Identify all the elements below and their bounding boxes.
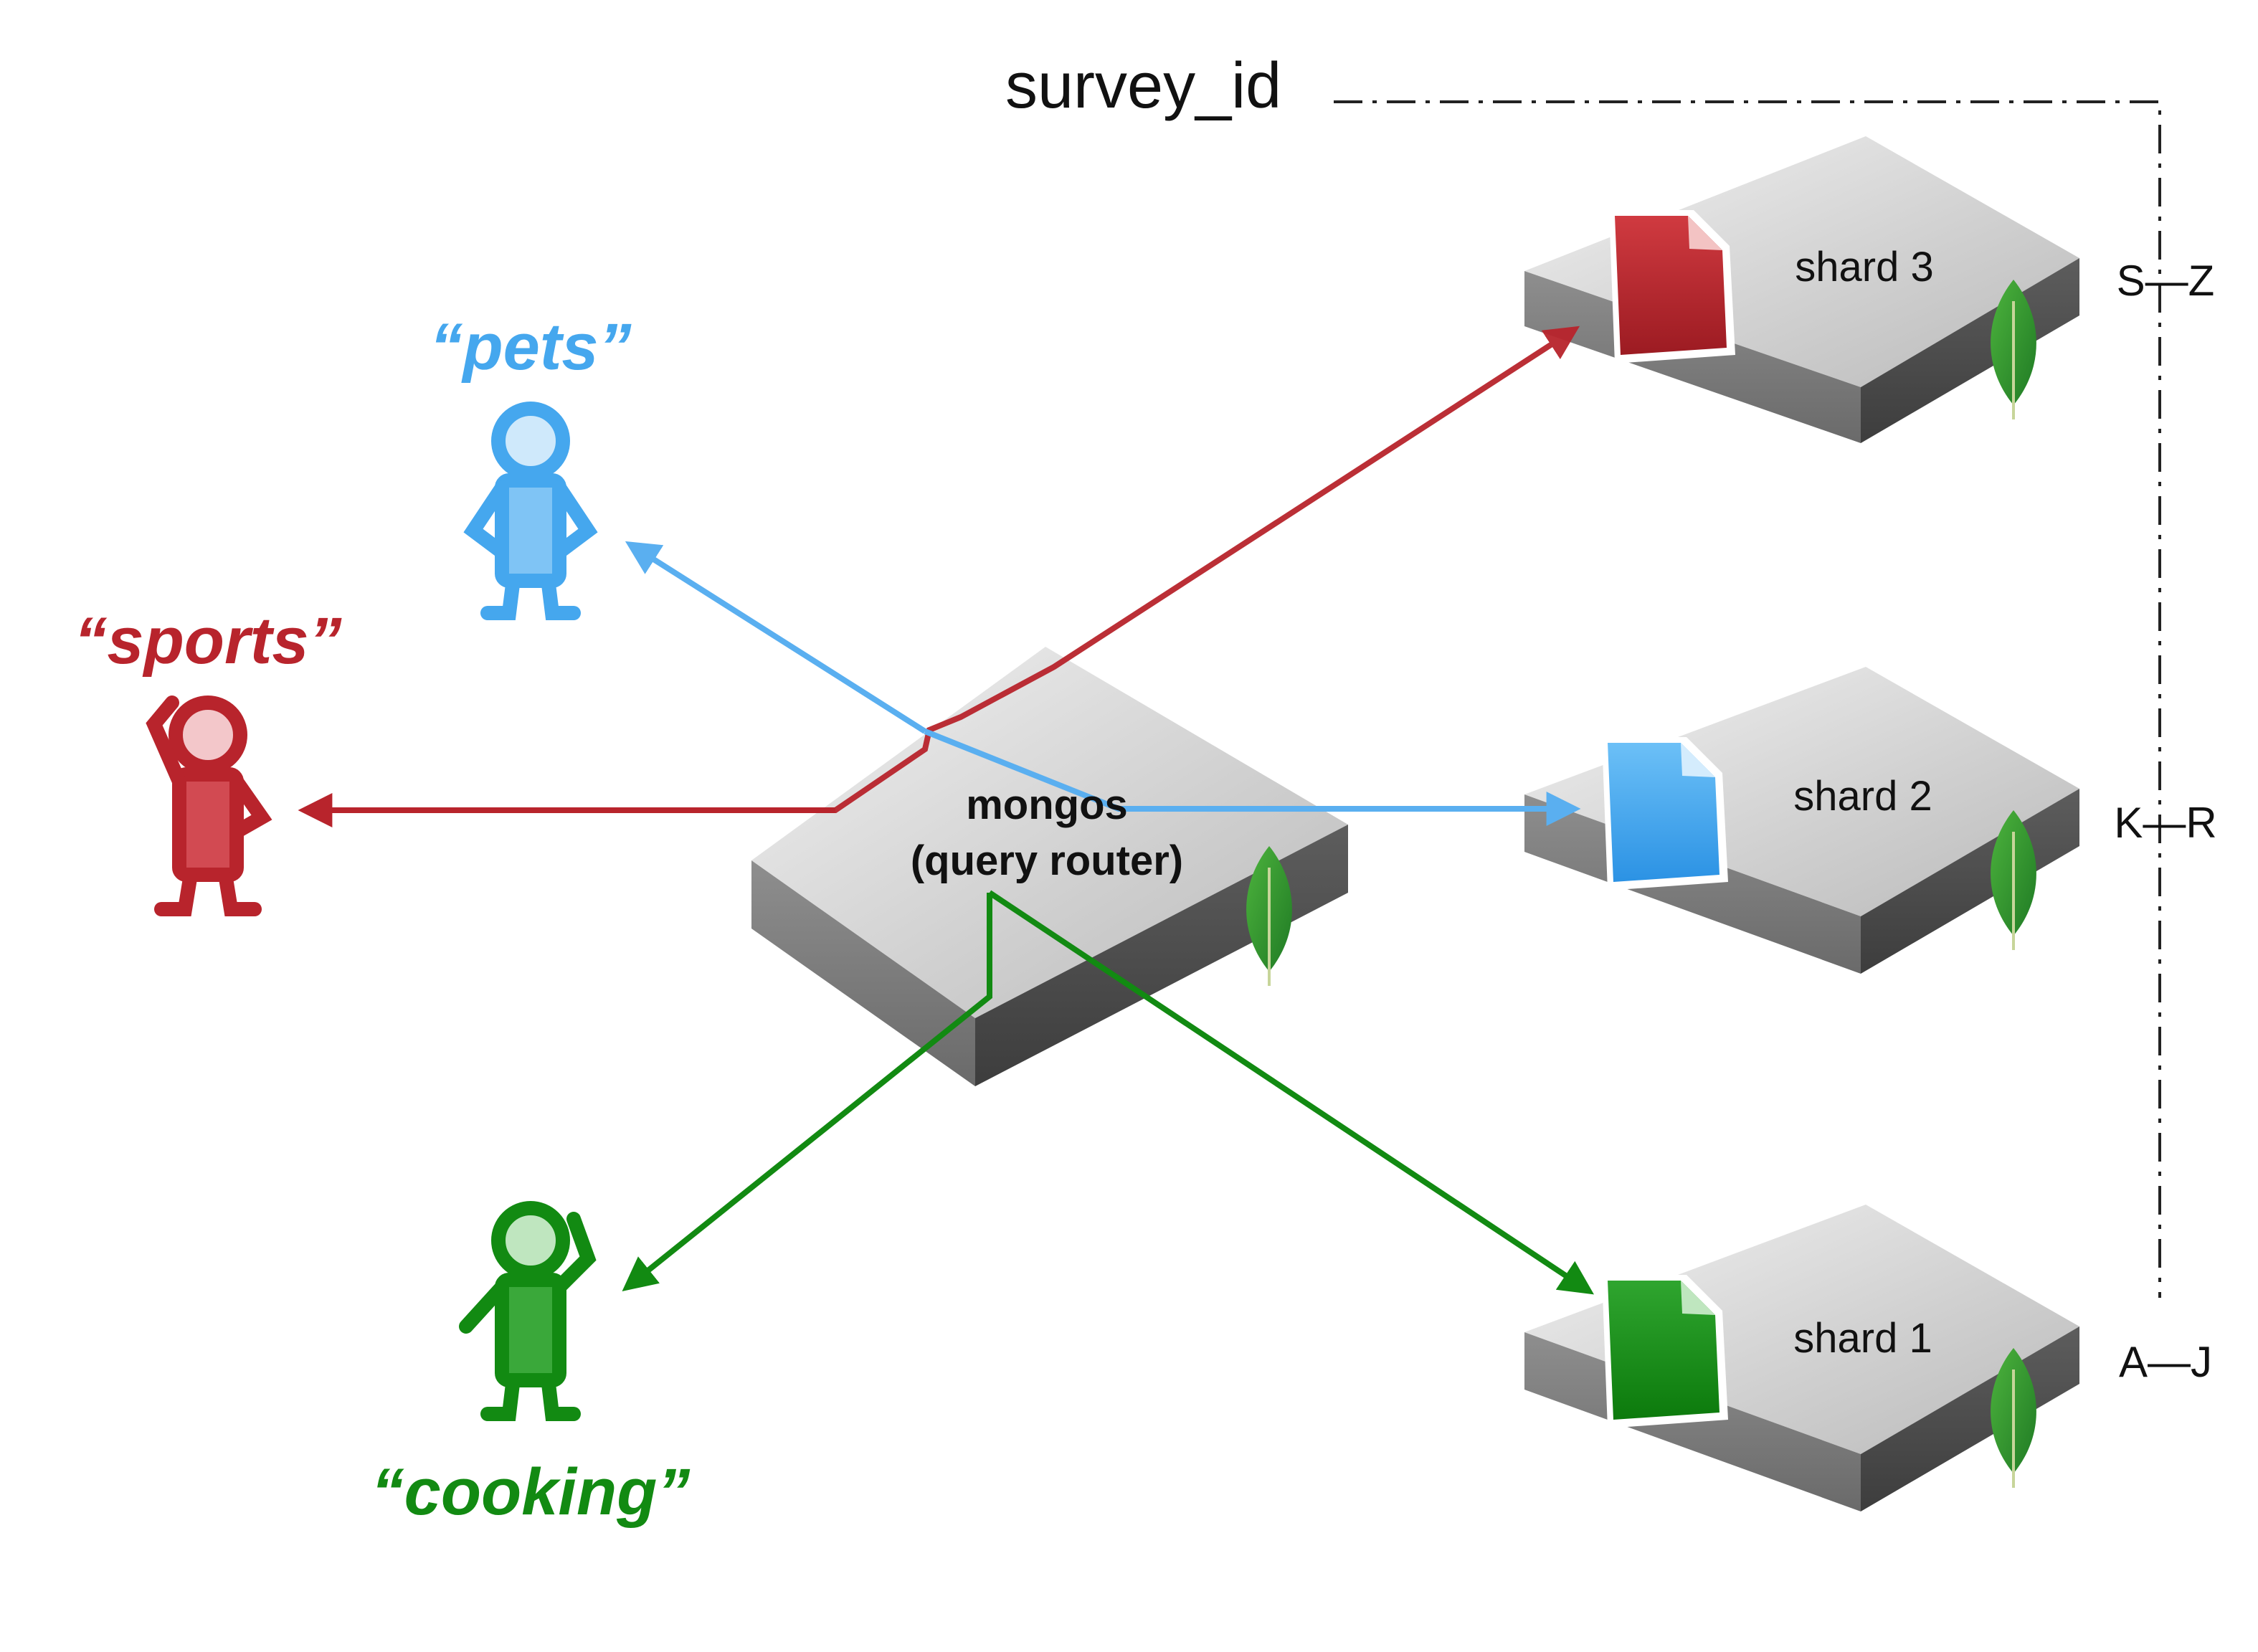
mongos-router-node bbox=[751, 647, 1348, 1086]
mongodb-leaf-icon bbox=[1991, 810, 2036, 950]
shard-3-label: shard 3 bbox=[1795, 244, 1933, 290]
shard-1-range: A—J bbox=[2119, 1338, 2212, 1386]
shard-1-label: shard 1 bbox=[1793, 1315, 1932, 1362]
user-sports: “sports” bbox=[74, 604, 342, 916]
shard-2-node: shard 2 K—R bbox=[1524, 667, 2217, 974]
route-cooking-arrow bbox=[622, 890, 1594, 1295]
mongodb-leaf-icon bbox=[1991, 1348, 2036, 1488]
router-label-line1: mongos bbox=[966, 782, 1128, 828]
user-icon bbox=[146, 696, 272, 916]
user-pets: “pets” bbox=[430, 310, 632, 620]
shard-key-label: survey_id bbox=[1005, 50, 1281, 122]
shard-3-node: shard 3 S—Z bbox=[1524, 136, 2214, 443]
user-icon bbox=[459, 1201, 597, 1421]
router-label-line2: (query router) bbox=[911, 837, 1183, 884]
route-pets-arrow bbox=[625, 541, 1581, 826]
shard-key-bracket bbox=[1334, 100, 2161, 1298]
document-icon bbox=[1609, 210, 1735, 364]
user-cooking-label: “cooking” bbox=[371, 1456, 691, 1529]
shard-2-label: shard 2 bbox=[1793, 773, 1932, 820]
user-icon bbox=[463, 402, 598, 620]
route-sports-arrow bbox=[298, 326, 1580, 827]
document-icon bbox=[1602, 1275, 1728, 1428]
mongodb-leaf-icon bbox=[1991, 280, 2036, 419]
shard-1-node: shard 1 A—J bbox=[1524, 1205, 2212, 1511]
document-icon bbox=[1602, 737, 1728, 891]
user-cooking: “cooking” bbox=[371, 1201, 691, 1529]
shard-2-range: K—R bbox=[2114, 799, 2216, 847]
user-sports-label: “sports” bbox=[74, 604, 341, 678]
shard-3-range: S—Z bbox=[2117, 257, 2215, 305]
mongodb-leaf-icon bbox=[1246, 846, 1292, 986]
user-pets-label: “pets” bbox=[430, 310, 631, 384]
